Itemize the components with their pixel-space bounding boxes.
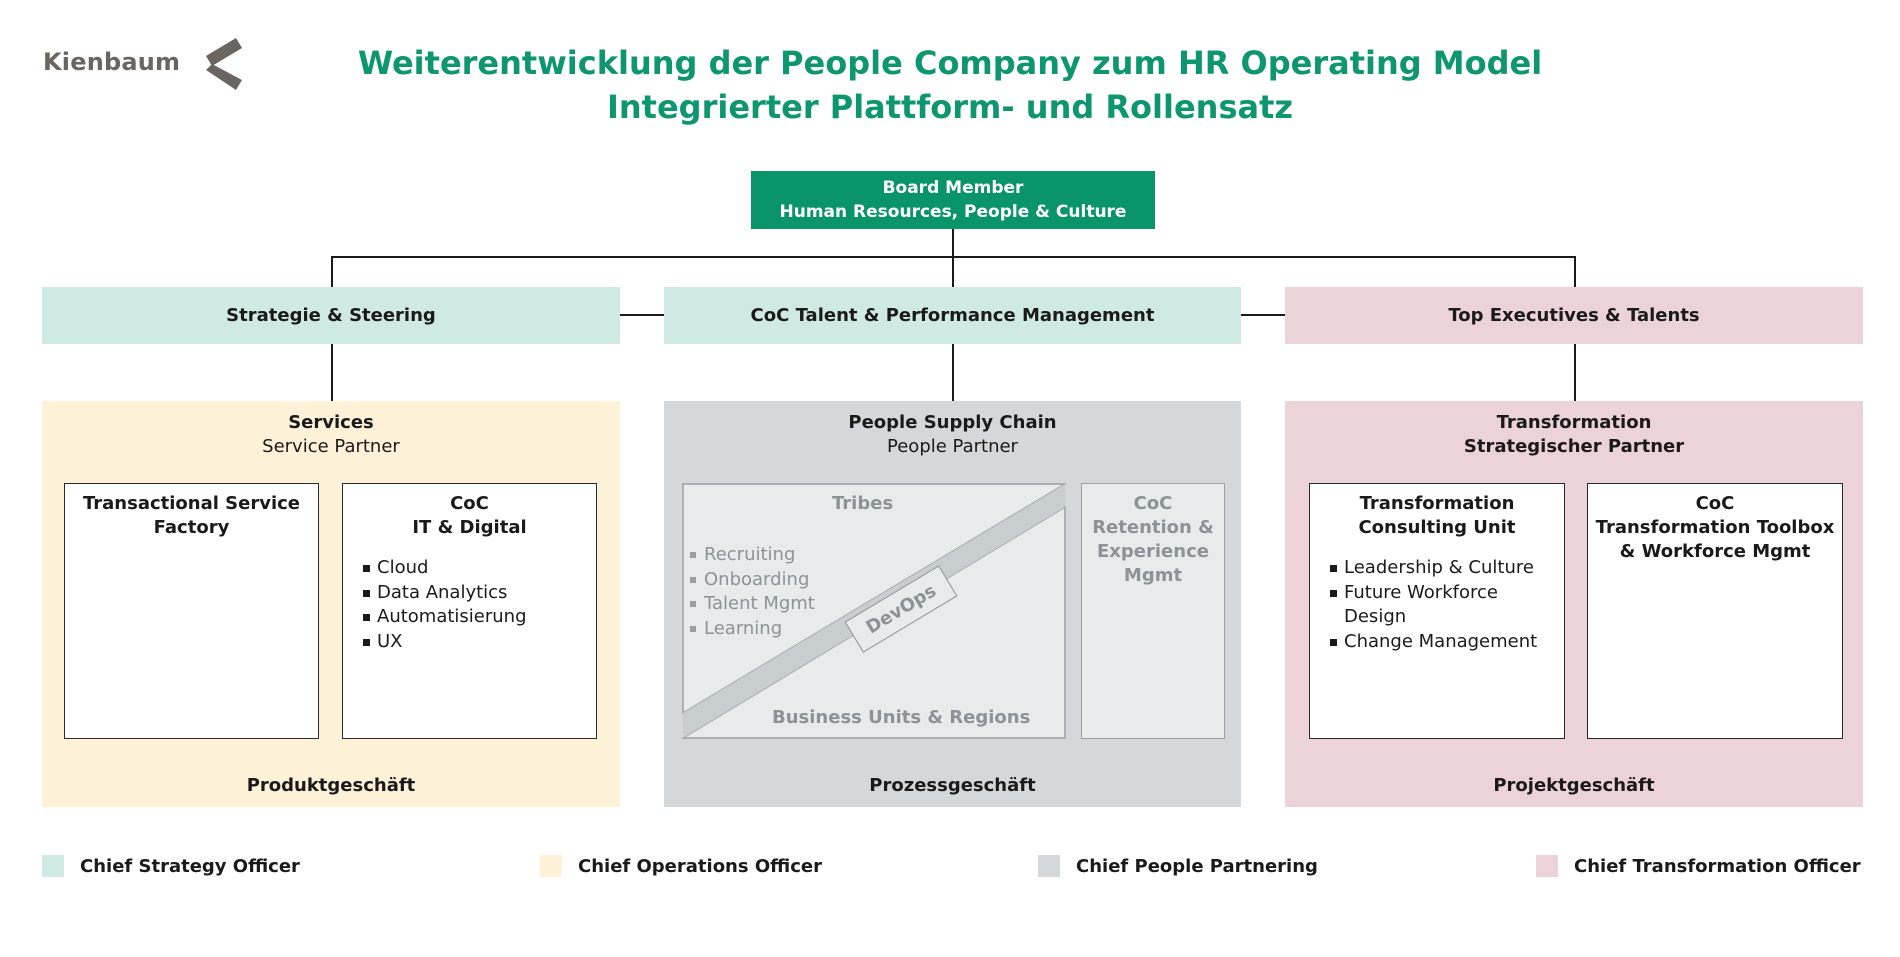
transformation-title: Transformation bbox=[1496, 412, 1652, 433]
coc-talent-label: CoC Talent & Performance Management bbox=[750, 305, 1155, 326]
legend-label-transformation: Chief Transformation Officer bbox=[1574, 856, 1861, 877]
coc-it-title-line2: IT & Digital bbox=[412, 517, 527, 538]
connector-coc-top bbox=[1241, 314, 1285, 316]
coc-it-list: Cloud Data Analytics Automatisierung UX bbox=[361, 556, 596, 654]
list-item: Leadership & Culture bbox=[1328, 556, 1556, 581]
connector-horizontal-top bbox=[331, 256, 1575, 258]
top-executives-label: Top Executives & Talents bbox=[1448, 305, 1700, 326]
coc-retention-box: CoC Retention & Experience Mgmt bbox=[1081, 483, 1225, 739]
kienbaum-logo-icon bbox=[206, 38, 242, 90]
connector-right-drop bbox=[1574, 256, 1576, 287]
transformation-footer: Projektgeschäft bbox=[1493, 775, 1655, 796]
tcu-title-line2: Consulting Unit bbox=[1358, 517, 1516, 538]
coc-retention-line2: Retention & bbox=[1092, 517, 1214, 538]
coc-tt-line1: CoC bbox=[1695, 493, 1735, 514]
transformation-subtitle: Strategischer Partner bbox=[1463, 436, 1685, 457]
list-item: Talent Mgmt bbox=[688, 592, 815, 617]
tcu-list: Leadership & Culture Future Workforce De… bbox=[1328, 556, 1556, 654]
coc-retention-line4: Mgmt bbox=[1123, 565, 1183, 586]
coc-it-digital-box: CoC IT & Digital Cloud Data Analytics Au… bbox=[342, 483, 597, 739]
coc-tt-line2: Transformation Toolbox bbox=[1595, 517, 1835, 538]
list-item: Cloud bbox=[361, 556, 596, 581]
business-units-label: Business Units & Regions bbox=[772, 707, 1031, 728]
legend-swatch-operations bbox=[540, 855, 562, 877]
legend-label-people: Chief People Partnering bbox=[1076, 856, 1318, 877]
list-item: Data Analytics bbox=[361, 581, 596, 606]
transformation-column: Transformation Strategischer Partner Tra… bbox=[1285, 401, 1863, 807]
connector-coc-psc bbox=[952, 344, 954, 401]
coc-retention-line1: CoC bbox=[1133, 493, 1173, 514]
connector-top-transformation bbox=[1574, 344, 1576, 401]
services-title: Services bbox=[288, 412, 374, 433]
psc-title: People Supply Chain bbox=[848, 412, 1057, 433]
tsf-title-line2: Factory bbox=[153, 517, 230, 538]
legend-swatch-people bbox=[1038, 855, 1060, 877]
list-item: Automatisierung bbox=[361, 605, 596, 630]
strategy-steering-label: Strategie & Steering bbox=[226, 305, 436, 326]
connector-board-down bbox=[952, 229, 954, 287]
services-subtitle: Service Partner bbox=[262, 436, 400, 457]
transformation-consulting-unit-box: Transformation Consulting Unit Leadershi… bbox=[1309, 483, 1565, 739]
top-executives-box: Top Executives & Talents bbox=[1285, 287, 1863, 344]
tcu-title-line1: Transformation bbox=[1359, 493, 1515, 514]
coc-transformation-toolbox-box: CoC Transformation Toolbox & Workforce M… bbox=[1587, 483, 1843, 739]
coc-talent-box: CoC Talent & Performance Management bbox=[664, 287, 1241, 344]
coc-tt-line3: & Workforce Mgmt bbox=[1619, 541, 1811, 562]
psc-footer: Prozessgeschäft bbox=[869, 775, 1036, 796]
coc-it-title-line1: CoC bbox=[450, 493, 489, 514]
psc-subtitle: People Partner bbox=[887, 436, 1018, 457]
board-member-box: Board Member Human Resources, People & C… bbox=[751, 171, 1155, 229]
list-item: UX bbox=[361, 630, 596, 655]
kienbaum-logo-text: Kienbaum bbox=[43, 48, 181, 76]
board-member-title: Board Member bbox=[882, 178, 1024, 198]
tsf-title-line1: Transactional Service bbox=[82, 493, 301, 514]
page-title-line2: Integrierter Plattform- und Rollensatz bbox=[606, 88, 1294, 126]
people-supply-chain-column: People Supply Chain People Partner Tribe… bbox=[664, 401, 1241, 807]
legend-label-operations: Chief Operations Officer bbox=[578, 856, 822, 877]
services-footer: Produktgeschäft bbox=[246, 775, 416, 796]
coc-retention-line3: Experience bbox=[1097, 541, 1209, 562]
legend-label-strategy: Chief Strategy Officer bbox=[80, 856, 300, 877]
connector-strategy-services bbox=[331, 344, 333, 401]
strategy-steering-box: Strategie & Steering bbox=[42, 287, 620, 344]
list-item: Change Management bbox=[1328, 630, 1556, 655]
legend-swatch-transformation bbox=[1536, 855, 1558, 877]
board-member-subtitle: Human Resources, People & Culture bbox=[779, 202, 1127, 222]
connector-left-drop bbox=[331, 256, 333, 287]
tribes-business-units-box: Tribes Recruiting Onboarding Talent Mgmt… bbox=[682, 483, 1066, 739]
page-title-line1: Weiterentwicklung der People Company zum… bbox=[357, 44, 1543, 82]
list-item: Learning bbox=[688, 617, 815, 642]
tribes-list: Recruiting Onboarding Talent Mgmt Learni… bbox=[688, 543, 815, 641]
transactional-service-factory-box: Transactional Service Factory bbox=[64, 483, 319, 739]
legend-swatch-strategy bbox=[42, 855, 64, 877]
list-item: Future Workforce Design bbox=[1328, 581, 1556, 630]
tribes-label: Tribes bbox=[832, 493, 894, 514]
services-column: Services Service Partner Transactional S… bbox=[42, 401, 620, 807]
list-item: Recruiting bbox=[688, 543, 815, 568]
list-item: Onboarding bbox=[688, 568, 815, 593]
connector-strategy-coc bbox=[620, 314, 664, 316]
